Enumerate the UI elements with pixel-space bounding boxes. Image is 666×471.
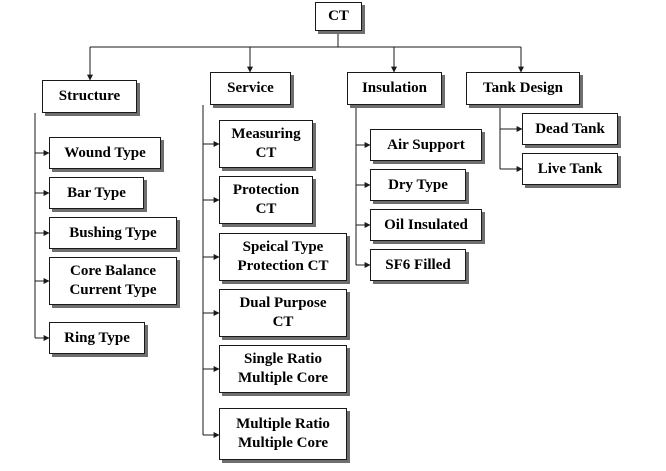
tank-design-category-node: Tank Design: [466, 72, 580, 105]
measuring-ct-node: Measuring CT: [219, 120, 313, 168]
service-category-node: Service: [210, 72, 291, 105]
protection-ct-node: Protection CT: [219, 176, 313, 224]
multiple-ratio-multiple-core-node: Multiple Ratio Multiple Core: [219, 408, 347, 460]
air-support-node: Air Support: [370, 129, 482, 161]
structure-category-node: Structure: [42, 80, 137, 113]
ct-root-node: CT: [315, 2, 362, 31]
live-tank-node: Live Tank: [522, 153, 618, 185]
wound-type-node: Wound Type: [49, 137, 161, 169]
core-balance-current-type-node: Core Balance Current Type: [49, 257, 177, 305]
sf6-filled-node: SF6 Filled: [370, 249, 466, 281]
dead-tank-node: Dead Tank: [522, 113, 618, 145]
dry-type-node: Dry Type: [370, 169, 466, 201]
bushing-type-node: Bushing Type: [49, 217, 177, 249]
special-type-protection-ct-node: Speical Type Protection CT: [219, 233, 347, 281]
oil-insulated-node: Oil Insulated: [370, 209, 482, 241]
ring-type-node: Ring Type: [49, 322, 145, 354]
dual-purpose-ct-node: Dual Purpose CT: [219, 289, 347, 337]
single-ratio-multiple-core-node: Single Ratio Multiple Core: [219, 345, 347, 393]
bar-type-node: Bar Type: [49, 177, 144, 209]
insulation-category-node: Insulation: [347, 72, 442, 105]
